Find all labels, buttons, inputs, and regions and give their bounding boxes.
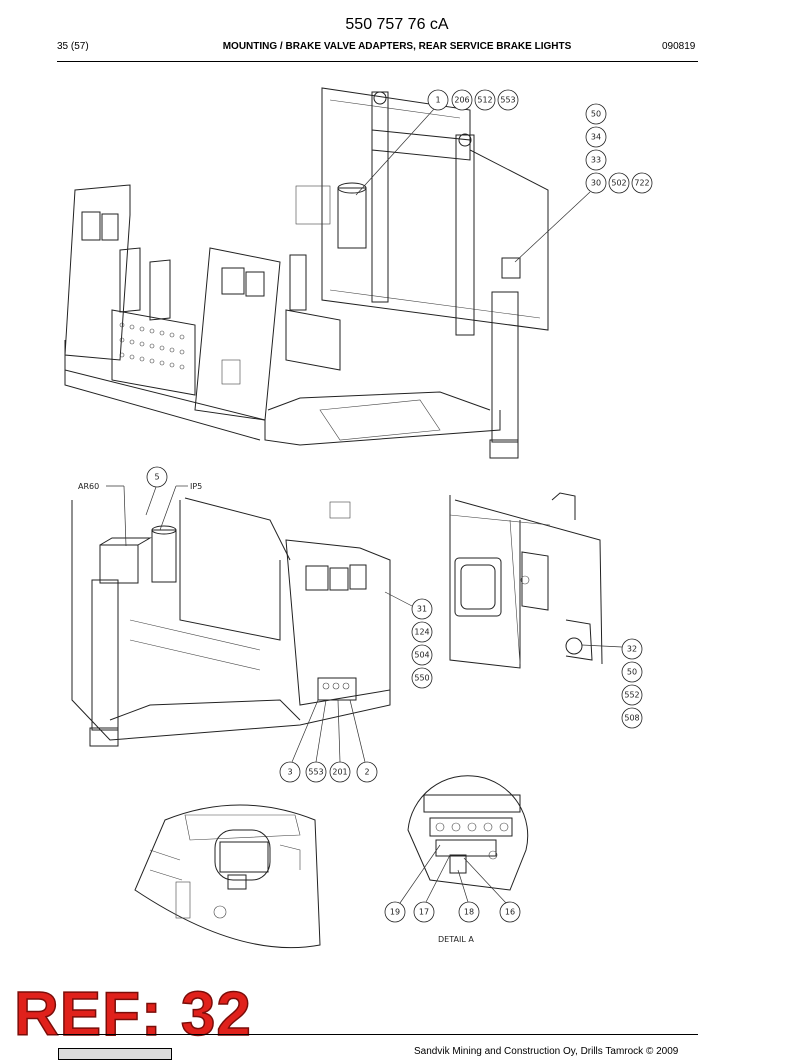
date-code: 090819 <box>662 41 696 52</box>
callout-206: 206 <box>454 96 469 105</box>
label-ip5: IP5 <box>190 482 202 491</box>
callout-32: 32 <box>627 645 637 654</box>
page-title: MOUNTING / BRAKE VALVE ADAPTERS, REAR SE… <box>222 41 572 52</box>
callout-30: 30 <box>591 179 601 188</box>
callout-553: 553 <box>500 96 515 105</box>
callout-124: 124 <box>414 628 429 637</box>
callout-50: 50 <box>591 110 601 119</box>
document-number: 550 757 76 cA <box>345 16 449 33</box>
figure-3-callouts: 32 50 552 508 <box>581 638 643 729</box>
callout-33: 33 <box>591 156 601 165</box>
callout-201: 201 <box>332 768 347 777</box>
detail-a-label: DETAIL A <box>438 935 474 944</box>
callout-16: 16 <box>505 908 515 917</box>
figure-1-callouts-right: 50 34 33 30 502 722 <box>514 103 653 263</box>
callout-508: 508 <box>624 714 639 723</box>
sandvik-logo <box>58 1048 172 1060</box>
figure-2-callouts-bottom: 3 553 201 2 <box>279 699 378 783</box>
callout-34: 34 <box>591 133 601 142</box>
callout-512: 512 <box>477 96 492 105</box>
footer-copyright: Sandvik Mining and Construction Oy, Dril… <box>414 1046 679 1057</box>
detail-a-drawing <box>407 775 529 891</box>
header-divider <box>57 61 698 62</box>
figure-1-callouts-top: 1 206 512 553 <box>355 89 519 196</box>
figure-3-drawing <box>449 492 603 669</box>
callout-552: 552 <box>624 691 639 700</box>
figure-2-labels: AR60 5 IP5 <box>78 466 202 547</box>
callout-504: 504 <box>414 651 429 660</box>
callout-502: 502 <box>611 179 626 188</box>
callout-1: 1 <box>435 96 440 105</box>
page-number: 35 (57) <box>57 41 89 52</box>
figure-1-drawing <box>64 87 549 459</box>
figure-2-drawing <box>71 497 391 747</box>
callout-722: 722 <box>634 179 649 188</box>
figure-2-callouts-right: 31 124 504 550 <box>384 591 433 689</box>
callout-2: 2 <box>364 768 369 777</box>
callout-50-b: 50 <box>627 668 637 677</box>
footer-divider <box>57 1034 698 1035</box>
ref-stamp: REF: 32 <box>13 980 252 1049</box>
callout-553-b: 553 <box>308 768 323 777</box>
figure-4-drawing <box>134 804 321 949</box>
callout-3: 3 <box>287 768 292 777</box>
callout-19: 19 <box>390 908 400 917</box>
callout-18: 18 <box>464 908 474 917</box>
callout-31: 31 <box>417 605 427 614</box>
callout-5: 5 <box>154 473 159 482</box>
detail-a-callouts: 19 17 18 16 DETAIL A <box>384 844 521 944</box>
label-ar60: AR60 <box>78 482 99 491</box>
callout-550: 550 <box>414 674 429 683</box>
callout-17: 17 <box>419 908 429 917</box>
